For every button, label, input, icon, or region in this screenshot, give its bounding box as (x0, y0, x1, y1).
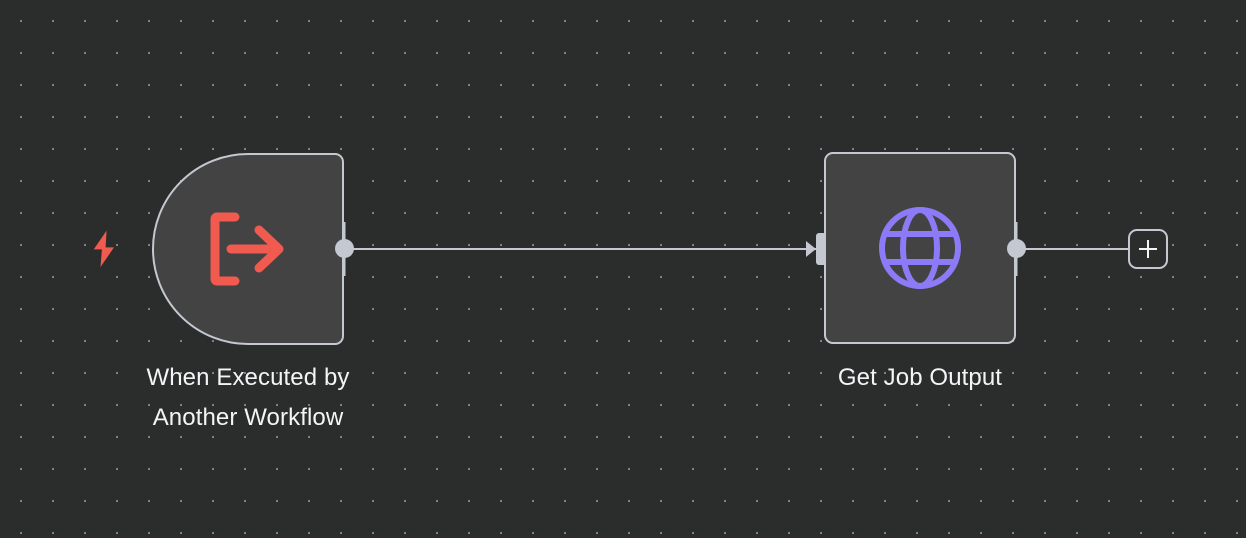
globe-icon (879, 207, 961, 289)
node-when-executed-by-another-workflow[interactable] (152, 153, 344, 345)
node-get-job-output[interactable] (824, 152, 1016, 344)
add-node-button[interactable] (1128, 229, 1168, 269)
node-label-get-job-output: Get Job Output (837, 364, 1003, 391)
plus-icon (1138, 239, 1158, 259)
exit-arrow-icon (210, 212, 284, 286)
lightning-bolt-icon (93, 230, 115, 267)
output-endpoint-trigger[interactable] (335, 239, 354, 258)
node-label-when-executed-by-another-workflow: When Executed by Another Workflow (146, 364, 350, 431)
output-endpoint-action[interactable] (1007, 239, 1026, 258)
input-arrowhead-icon (806, 241, 816, 257)
